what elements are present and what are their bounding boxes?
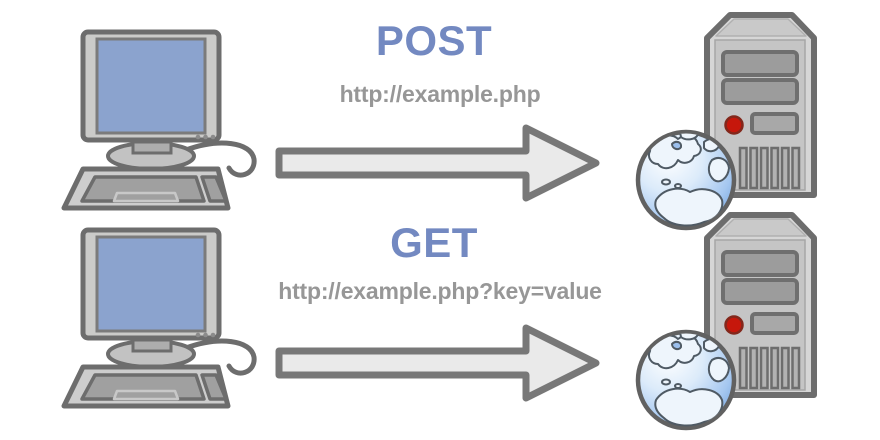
method-label-get: GET <box>390 219 478 266</box>
right-arrow-icon <box>274 321 604 405</box>
client-computer-icon <box>55 218 270 418</box>
web-server-globe-icon <box>628 208 818 434</box>
method-label-post: POST <box>375 17 493 64</box>
request-url-post: http://example.php <box>339 81 541 107</box>
request-url-get: http://example.php?key=value <box>278 278 602 304</box>
